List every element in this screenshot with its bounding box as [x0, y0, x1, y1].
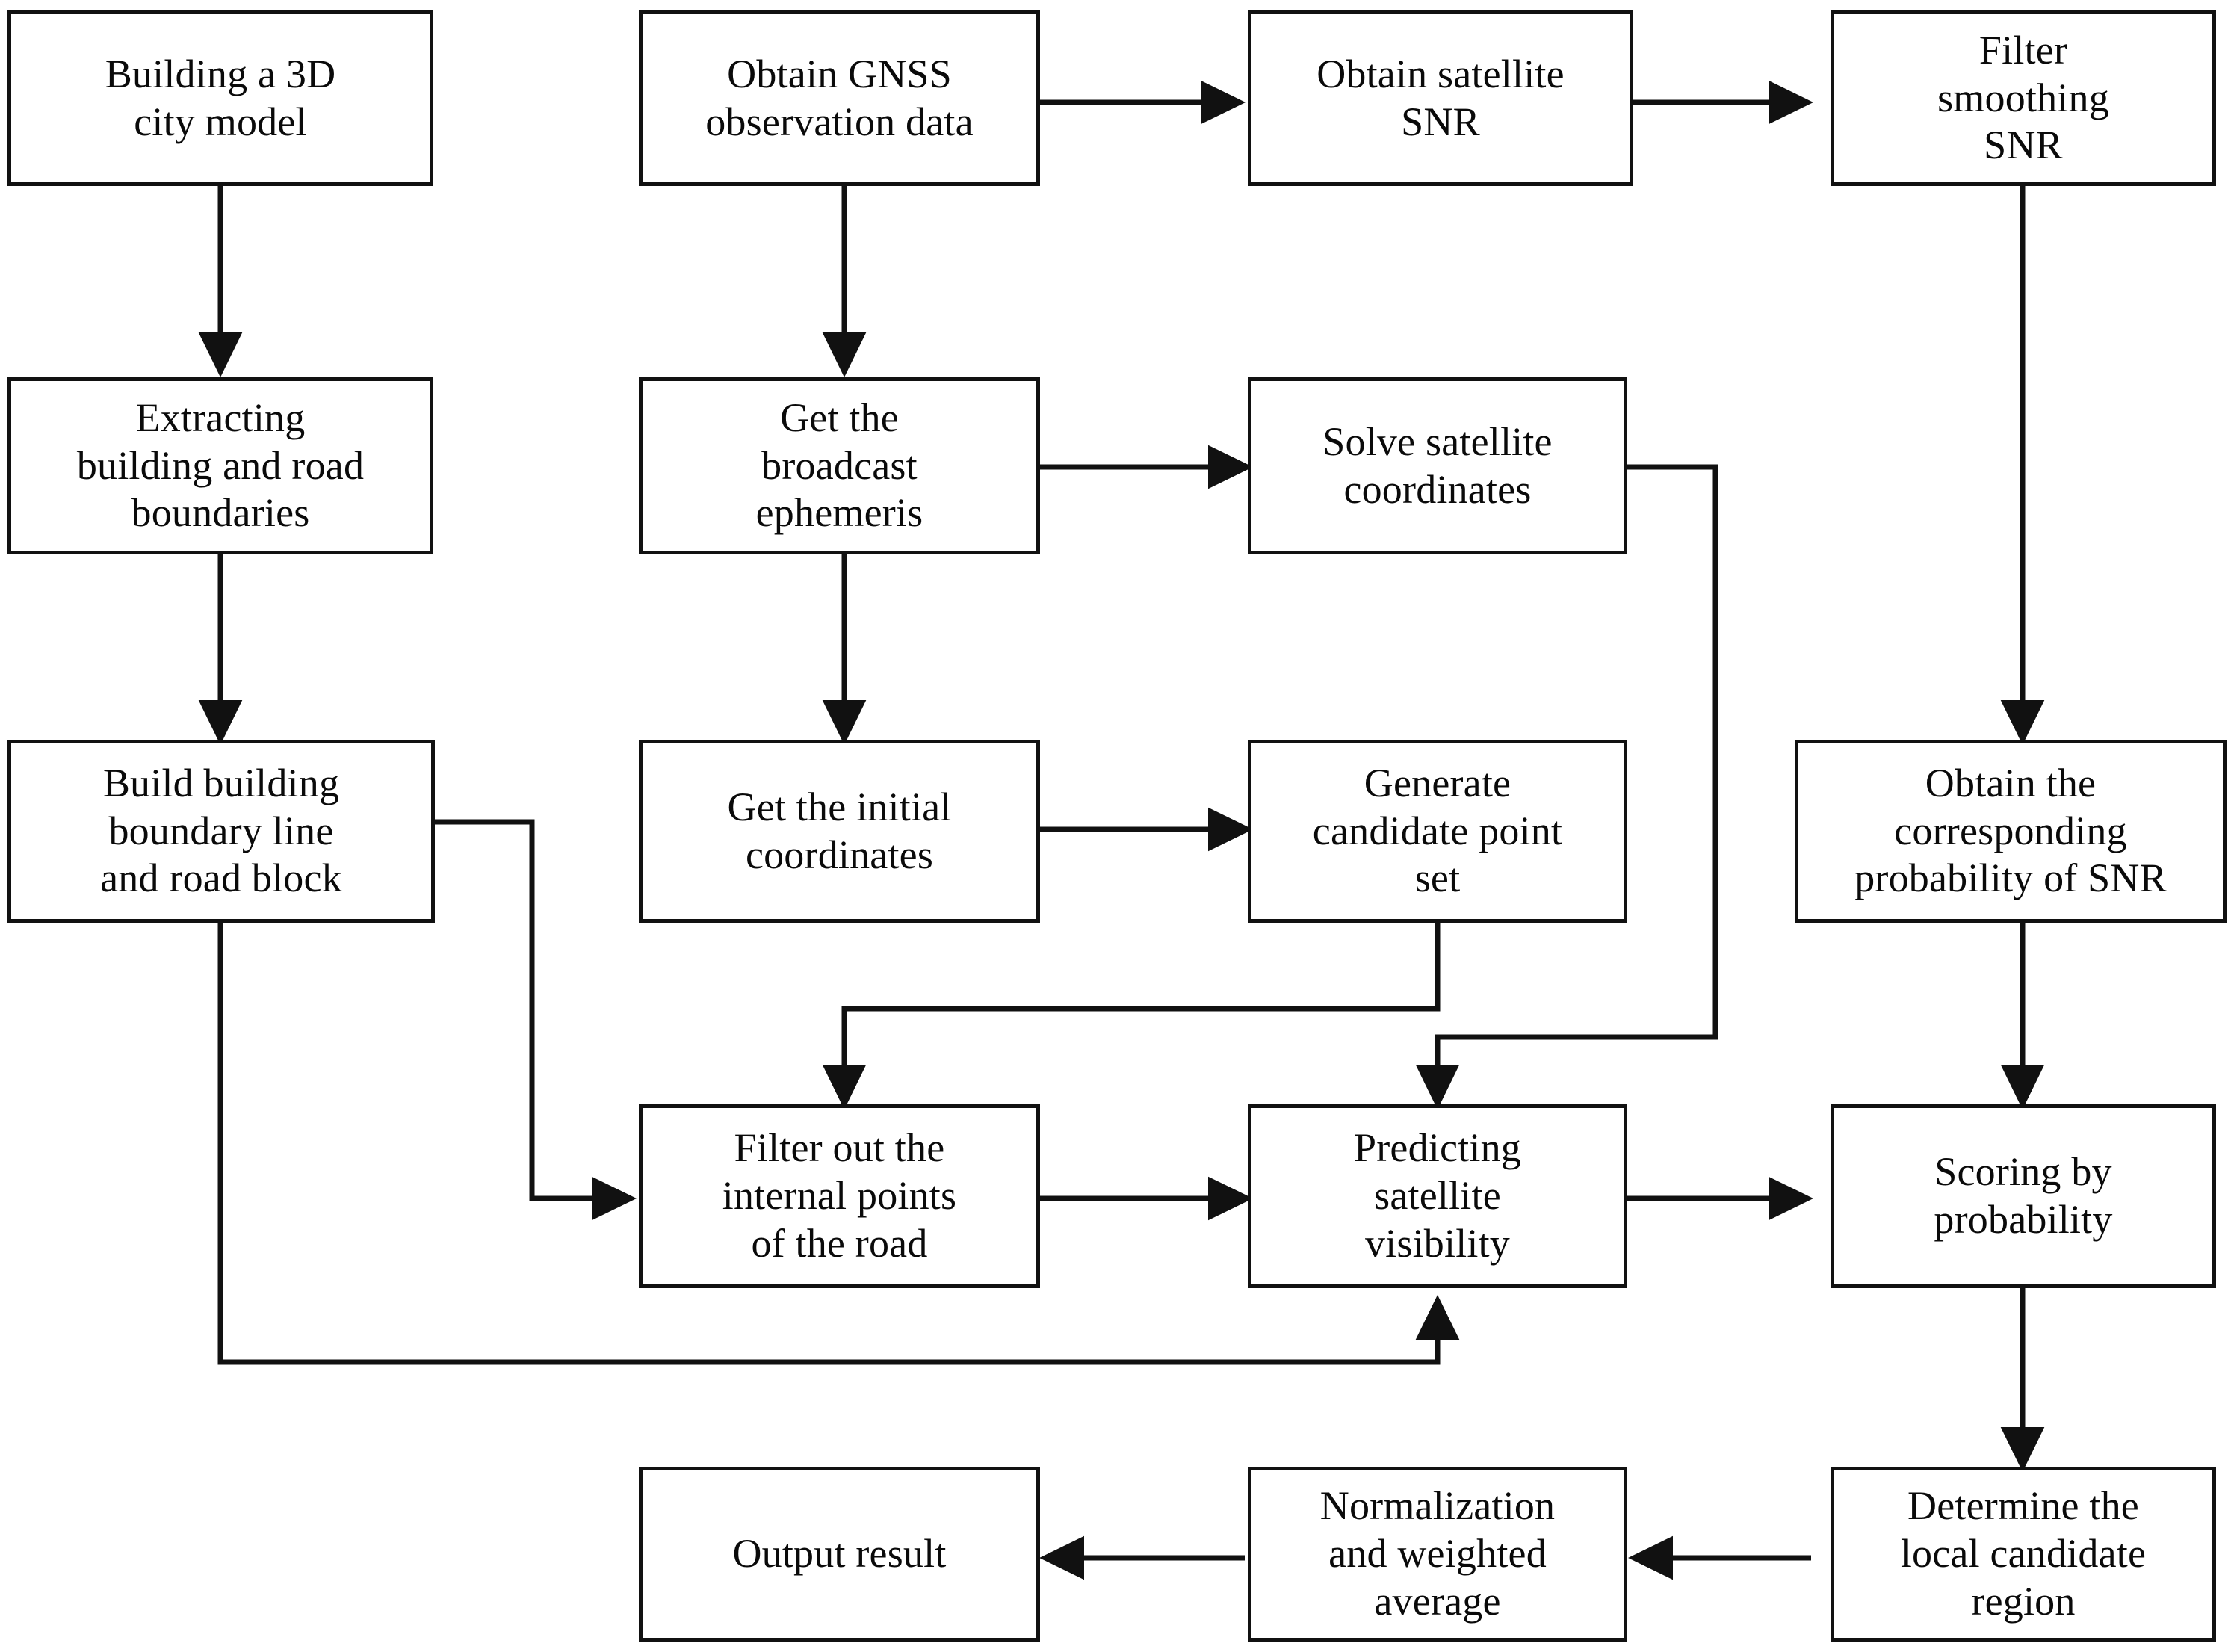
edge-buildline-to-filterroad — [435, 819, 637, 1221]
node-output-result[interactable]: Output result — [639, 1467, 1040, 1642]
node-label: Output result — [732, 1531, 947, 1577]
edge-candidatept-to-filterroad — [822, 923, 1441, 1110]
